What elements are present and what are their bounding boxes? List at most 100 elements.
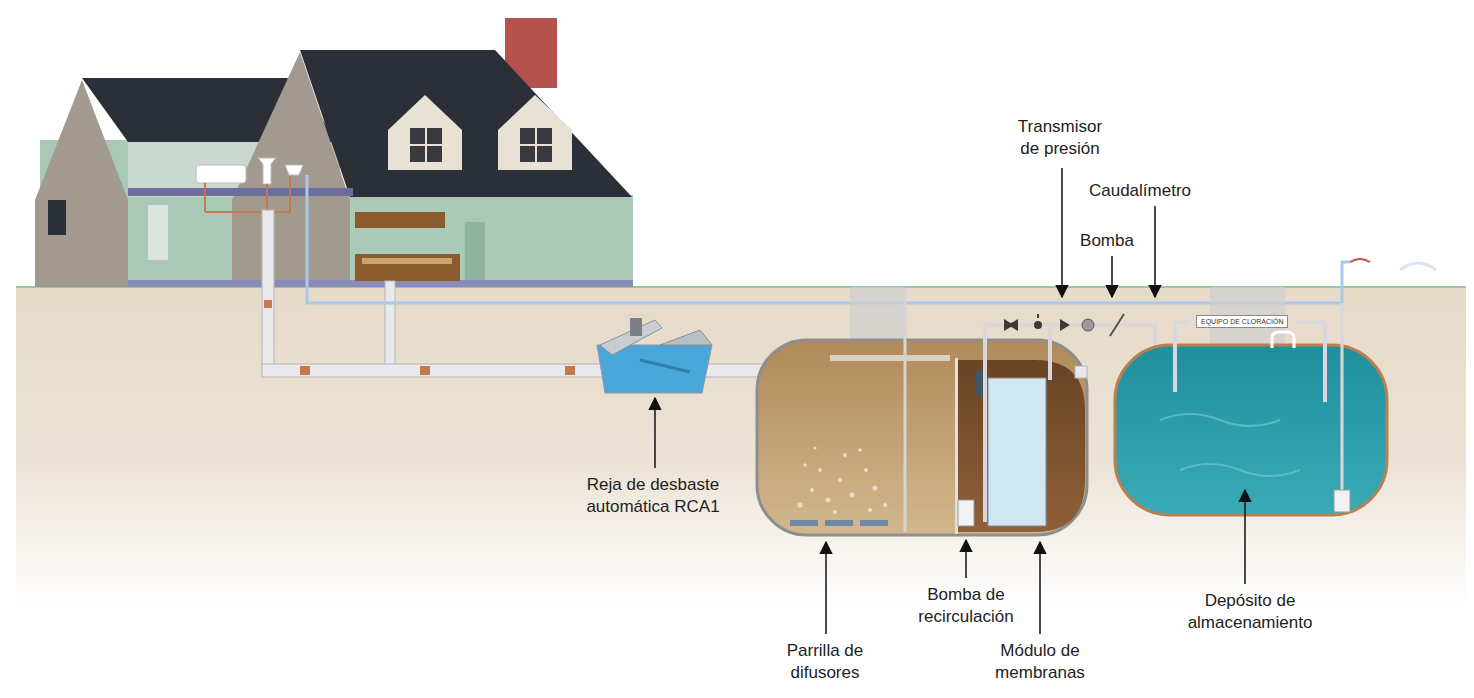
- permeate-line-part: [1037, 314, 1039, 318]
- callout-text: Depósito de almacenamiento: [1188, 591, 1313, 632]
- house-part: [362, 258, 452, 264]
- dormer-part: [520, 128, 552, 162]
- dormer-part: [410, 144, 442, 146]
- storage-tank-part: [1175, 321, 1190, 324]
- bubbles-part: [810, 488, 814, 492]
- bubbles-part: [864, 468, 868, 472]
- screen-rca1-part: [640, 360, 690, 372]
- permeate-line-part: [1034, 321, 1042, 329]
- treatment-tank-part: [958, 500, 974, 526]
- fixtures: [196, 158, 303, 212]
- fixtures-part: [205, 211, 290, 213]
- callout-label: Parrilla de difusores: [765, 640, 885, 684]
- storage-tank-part: [1323, 322, 1327, 402]
- house: [35, 18, 633, 287]
- storage-tank-part: [1173, 322, 1177, 392]
- fixtures-part: [258, 158, 276, 184]
- house-part: [148, 205, 168, 260]
- leader-arrows-part: [1111, 256, 1113, 297]
- callout-label: Depósito de almacenamiento: [1175, 590, 1325, 634]
- permeate-line-part: [1110, 314, 1124, 336]
- permeate-line-part: [1060, 319, 1070, 331]
- bubbles-part: [803, 463, 807, 467]
- fixtures-part: [196, 165, 246, 183]
- treatment-tank-part: [988, 378, 1046, 526]
- treatment-tank-part: [850, 287, 905, 347]
- bubbles-part: [873, 486, 878, 491]
- house-part: [465, 222, 485, 280]
- leader-arrows-part: [1061, 168, 1063, 297]
- ground: [16, 287, 1466, 607]
- callout-label: Caudalímetro: [1075, 180, 1205, 202]
- bubbles-part: [838, 478, 842, 482]
- callout-text: Reja de desbaste automática RCA1: [586, 475, 719, 516]
- callout-label: Módulo de membranas: [985, 640, 1095, 684]
- callout-text: Caudalímetro: [1089, 181, 1191, 200]
- fixtures-part: [285, 165, 303, 175]
- bubbles-part: [813, 446, 816, 449]
- storage-tank-part: [1341, 303, 1344, 495]
- storage-tank-part: [1295, 321, 1325, 324]
- callout-text: Parrilla de difusores: [787, 641, 864, 682]
- treatment-tank-part: [757, 340, 1087, 535]
- callout-text: Bomba de recirculación: [918, 585, 1013, 626]
- bubbles-part: [818, 468, 822, 472]
- house-part: [128, 188, 353, 196]
- screen-rca1: [597, 318, 712, 393]
- diffusers: [790, 520, 888, 526]
- sewer-pipe-part: [300, 366, 310, 375]
- leader-arrows-part: [1154, 206, 1156, 297]
- storage-tank-part: [1334, 490, 1350, 512]
- dormer: [388, 95, 572, 170]
- dormer-part: [498, 95, 572, 170]
- sewer-pipe-part: [264, 300, 272, 308]
- callout-label: Transmisor de presión: [1010, 116, 1110, 160]
- permeate-line-part: [1048, 325, 1052, 380]
- callout-label: Bomba: [1067, 230, 1147, 252]
- treatment-tank-part: [904, 288, 907, 532]
- bubbles-part: [868, 508, 872, 512]
- bubbles-part: [798, 503, 803, 508]
- diffusers-part: [860, 520, 888, 526]
- bubbles-part: [843, 453, 847, 457]
- bubbles-part: [858, 448, 862, 452]
- callout-label: Bomba de recirculación: [906, 584, 1026, 628]
- bubbles-part: [883, 503, 887, 507]
- dormer-part: [388, 95, 462, 170]
- diffusers-part: [790, 520, 818, 526]
- treatment-tank-part: [1075, 366, 1087, 378]
- callout-text: Transmisor de presión: [1018, 117, 1102, 158]
- treatment-tank: [757, 287, 1087, 535]
- house-part: [48, 200, 66, 235]
- treatment-tank-part: [830, 355, 950, 361]
- leader-arrows-part: [825, 542, 827, 634]
- reclaimed-water-pipe-part: [307, 175, 1350, 303]
- leader-arrows-part: [654, 398, 656, 468]
- storage-tank-part: [1272, 332, 1294, 348]
- leader-arrows-part: [965, 540, 967, 578]
- screen-rca1-part: [630, 318, 642, 336]
- sewer-pipe-part: [385, 281, 395, 370]
- fixtures-part: [266, 184, 268, 212]
- callout-text: Bomba: [1080, 231, 1134, 250]
- callout-label: Reja de desbaste automática RCA1: [568, 474, 738, 518]
- leader-arrows: [655, 168, 1245, 634]
- bubbles: [798, 446, 888, 514]
- sewer-pipe-part: [565, 366, 575, 375]
- sewer-pipe-part: [420, 366, 430, 375]
- tag-text: EQUIPO DE CLORACIÓN: [1201, 317, 1283, 326]
- ground-part: [16, 287, 1466, 607]
- reclaimed-water-pipe: [307, 175, 1436, 303]
- bubbles-part: [826, 498, 831, 503]
- storage-tank: [1115, 287, 1387, 515]
- storage-tank-part: [1115, 345, 1387, 515]
- house-part: [300, 50, 632, 197]
- reclaimed-water-pipe-part: [1350, 259, 1370, 262]
- sewer-pipe-part: [262, 210, 274, 370]
- callout-text: Módulo de membranas: [995, 641, 1085, 682]
- house-part: [128, 195, 633, 287]
- storage-tank-part: [1160, 414, 1280, 426]
- equipment-tag: EQUIPO DE CLORACIÓN: [1196, 315, 1288, 328]
- dormer-part: [520, 144, 552, 146]
